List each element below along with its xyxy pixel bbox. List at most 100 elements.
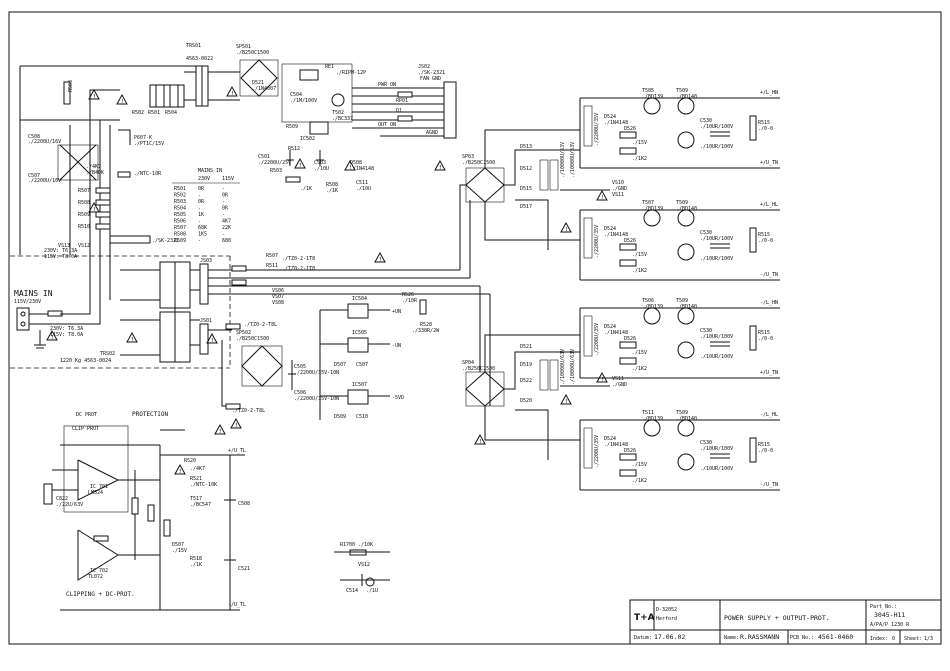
svg-text:C503: C503 (314, 160, 326, 166)
svg-text:./2200U/25V: ./2200U/25V (258, 160, 291, 166)
date-label: Datum: (634, 635, 652, 641)
svg-text:C507: C507 (356, 362, 368, 368)
svg-text:D526: D526 (624, 336, 636, 342)
svg-text:IC507: IC507 (352, 382, 367, 388)
warning-triangle-icon: ! (88, 88, 100, 100)
mains-table-cell: R501 (174, 186, 186, 192)
svg-text:VS10: VS10 (612, 180, 624, 186)
svg-text:D524: D524 (604, 324, 616, 330)
svg-text:./1K: ./1K (326, 188, 338, 194)
svg-text:R528: R528 (420, 322, 432, 328)
svg-text:C504: C504 (290, 92, 302, 98)
svg-text:T517: T517 (190, 496, 202, 502)
svg-text:C530: C530 (700, 328, 712, 334)
out-on-label: OUT ON (378, 122, 396, 128)
svg-text:./15V: ./15V (172, 548, 187, 554)
svg-text:T509: T509 (676, 88, 688, 94)
secondary-section: TRS02 1220 Kg 4563-0024 JS03 JS01 R507 .… (60, 253, 490, 420)
opamp-1 (77, 459, 120, 501)
warning-triangle-icon: ! (46, 329, 58, 341)
svg-text:D524: D524 (604, 114, 616, 120)
mains-in-label: MAINS IN (14, 289, 53, 298)
warning-triangle-icon: ! (344, 159, 356, 171)
svg-text:./1K2: ./1K2 (632, 478, 647, 484)
svg-text:./4K7: ./4K7 (86, 164, 101, 170)
plus-v-label: +UN (392, 309, 401, 315)
mains-table-cell: 0R (222, 206, 229, 212)
svg-text:./10U: ./10U (356, 186, 371, 192)
svg-text:D526: D526 (624, 126, 636, 132)
svg-text:./10000U/63V: ./10000U/63V (560, 142, 566, 178)
svg-text:SP501: SP501 (236, 44, 251, 50)
svg-text:+/U_TN: +/U_TN (760, 160, 778, 166)
protection-title: PROTECTION (132, 411, 169, 418)
svg-text:!: ! (231, 91, 234, 97)
svg-text:./TZ0-2-1T8: ./TZ0-2-1T8 (282, 266, 315, 272)
svg-text:C511: C511 (356, 180, 368, 186)
company-logo: T+A (634, 613, 655, 623)
svg-text:IC502: IC502 (300, 136, 315, 142)
svg-text:D508: D508 (350, 160, 362, 166)
svg-text:T506: T506 (642, 298, 654, 304)
svg-text:C530: C530 (700, 440, 712, 446)
svg-text:D524: D524 (604, 226, 616, 232)
warning-triangle-icon: ! (214, 423, 226, 435)
svg-text:./0-0: ./0-0 (758, 448, 773, 454)
svg-text:R508: R508 (326, 182, 338, 188)
ic-702-label: IC 702 (90, 568, 108, 574)
svg-text:R512: R512 (288, 146, 300, 152)
svg-text:VS13: VS13 (58, 243, 70, 249)
svg-text:./1M/100V: ./1M/100V (290, 98, 317, 104)
svg-text:./2200U/35V: ./2200U/35V (594, 225, 600, 258)
output-stage: ./2200U/35VT511./BD139T509./BD140D524./1… (579, 410, 780, 491)
svg-text:VS12: VS12 (358, 562, 370, 568)
svg-text:./10UR/100V: ./10UR/100V (700, 256, 733, 262)
svg-text:VS12: VS12 (78, 243, 90, 249)
svg-text:R521: R521 (190, 476, 202, 482)
index-label: Index: (870, 636, 888, 642)
svg-text:./10UR/100V: ./10UR/100V (700, 334, 733, 340)
svg-text:./BD140: ./BD140 (676, 206, 697, 212)
mains-table-cell: - (222, 199, 225, 205)
svg-text:./BD139: ./BD139 (642, 304, 663, 310)
svg-text:./10UR/100V: ./10UR/100V (700, 446, 733, 452)
transistor-icon (643, 97, 661, 115)
svg-text:D509: D509 (334, 414, 346, 420)
svg-text:D522: D522 (520, 378, 532, 384)
date-value: 17.06.02 (654, 633, 685, 641)
svg-text:C530: C530 (700, 230, 712, 236)
svg-text:./10000U/63V: ./10000U/63V (560, 349, 566, 385)
svg-text:./2200U/35V: ./2200U/35V (594, 323, 600, 356)
svg-text:!: ! (601, 195, 604, 201)
opamp-type-1: LM324 (88, 490, 103, 496)
svg-text:D520: D520 (520, 398, 532, 404)
mains-table-cell: 1K (198, 212, 204, 218)
transistor-icon (643, 209, 661, 227)
svg-text:!: ! (439, 165, 442, 171)
svg-text:C508: C508 (28, 134, 40, 140)
svg-text:./1N4148: ./1N4148 (604, 330, 628, 336)
warning-triangle-icon: ! (116, 93, 128, 105)
svg-text:./NTC-10R: ./NTC-10R (134, 171, 162, 177)
svg-text:D519: D519 (520, 362, 532, 368)
output-regulators: ./2200U/35VT505./BD139T509./BD140D524./1… (579, 88, 780, 491)
svg-text:R509: R509 (78, 212, 90, 218)
svg-text:!: ! (299, 163, 302, 169)
svg-text:C521: C521 (238, 566, 250, 572)
warning-triangles: !!!!!!!!!!!!!!!!!!! (46, 85, 608, 475)
svg-text:R509: R509 (286, 124, 298, 130)
svg-text:./1K: ./1K (190, 562, 202, 568)
svg-text:+/U_TL: +/U_TL (228, 448, 246, 454)
opamp-2 (77, 529, 119, 581)
svg-text:C822: C822 (56, 496, 68, 502)
re1-type: ./RIPM-12P (336, 70, 366, 76)
part-value: 3045-H11 (874, 611, 905, 619)
svg-text:R508: R508 (78, 200, 90, 206)
svg-text:./BC547: ./BC547 (190, 502, 211, 508)
mains-table-cell: R509 (174, 238, 186, 244)
svg-text:./0-0: ./0-0 (758, 336, 773, 342)
rp01-label: RP01 (396, 98, 408, 104)
svg-text:./B250C1500: ./B250C1500 (462, 160, 495, 166)
svg-text:./1K2: ./1K2 (632, 268, 647, 274)
